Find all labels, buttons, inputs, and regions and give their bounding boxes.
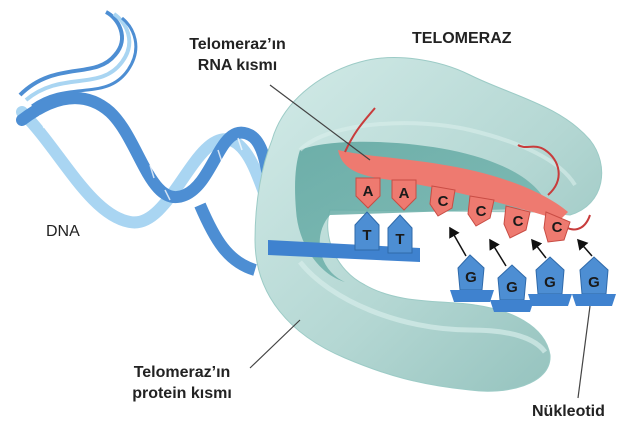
rna-base: C xyxy=(503,205,531,239)
nucleotide: G xyxy=(490,264,534,312)
dna-3prime-strand: T T xyxy=(268,211,420,262)
rna-base: C xyxy=(543,211,571,243)
dna-base-label: T xyxy=(395,231,404,248)
pairing-arrows xyxy=(449,226,593,267)
rna-base: A xyxy=(355,177,381,209)
protein-label-line2: protein kısmı xyxy=(132,385,232,402)
nucleotide: G xyxy=(528,256,572,306)
diagram-title: TELOMERAZ xyxy=(412,30,512,47)
rna-base-label: C xyxy=(476,203,487,220)
rna-base-label: A xyxy=(363,183,374,200)
free-nucleotides: G G G G xyxy=(450,254,616,312)
nucleotide: G xyxy=(450,254,494,302)
rna-base: C xyxy=(467,195,495,227)
rna-label-line2: RNA kısmı xyxy=(197,57,278,74)
telomerase-rna xyxy=(338,107,591,231)
rna-base-label: C xyxy=(438,193,449,210)
pairing-arrow xyxy=(531,238,547,259)
dna-base: T xyxy=(354,211,380,251)
rna-label: Telomeraz’ın RNA kısmı xyxy=(180,34,295,76)
pairing-arrow xyxy=(449,226,467,257)
rna-base-label: C xyxy=(552,219,563,236)
rna-base: A xyxy=(391,179,417,211)
rna-base-label: A xyxy=(399,185,410,202)
dna-label: DNA xyxy=(46,223,80,240)
pairing-arrow xyxy=(489,238,507,267)
dna-base: T xyxy=(387,214,413,254)
nucleotide-label: G xyxy=(465,269,477,286)
nucleotide-label-text: Nükleotid xyxy=(532,403,605,420)
leader-lines xyxy=(249,84,591,399)
pairing-arrow xyxy=(577,238,593,257)
dna-base-label: T xyxy=(362,227,371,244)
rna-label-line1: Telomeraz’ın xyxy=(189,36,286,53)
rna-leader-line xyxy=(269,84,371,161)
nucleotide-label: G xyxy=(588,274,600,291)
protein-leader-line xyxy=(249,319,301,369)
nucleotide-leader-line xyxy=(577,305,591,399)
rna-base: C xyxy=(429,185,456,217)
protein-label-line1: Telomeraz’ın xyxy=(133,364,231,381)
rna-base-label: C xyxy=(513,213,524,230)
nucleotide-label: G xyxy=(506,279,518,296)
rna-template-bases: A A C C C C xyxy=(355,177,571,243)
nucleotide-label: G xyxy=(544,274,556,291)
protein-label: Telomeraz’ın protein kısmı xyxy=(118,362,246,404)
nucleotide: G xyxy=(572,256,616,306)
